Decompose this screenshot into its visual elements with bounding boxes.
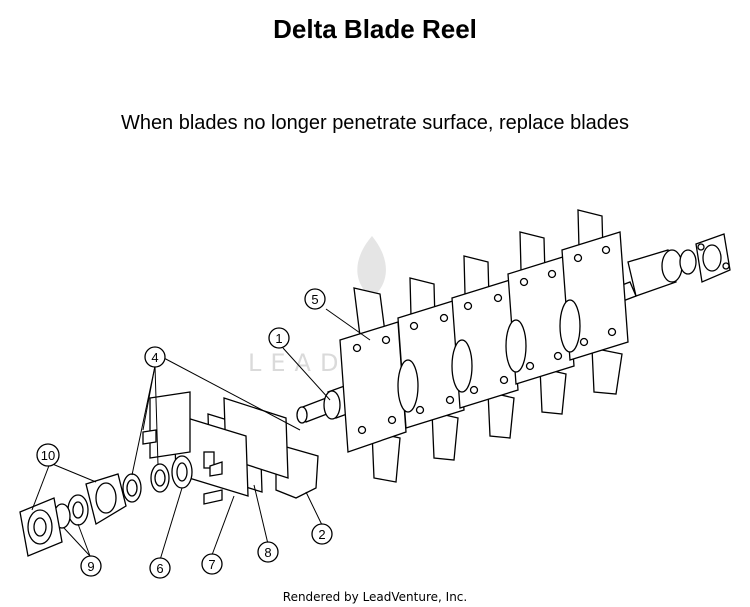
callout-8: 8 xyxy=(257,541,279,563)
callout-label: 5 xyxy=(311,292,318,307)
flame-logo-icon xyxy=(357,236,386,298)
callout-label: 6 xyxy=(156,561,163,576)
callout-label: 1 xyxy=(275,331,282,346)
callout-label: 2 xyxy=(318,527,325,542)
callout-1: 1 xyxy=(268,327,290,349)
blade-reel-drawing xyxy=(296,209,731,483)
callout-label: 4 xyxy=(151,350,158,365)
footer-credit: Rendered by LeadVenture, Inc. xyxy=(282,590,468,604)
callout-label: 8 xyxy=(264,545,271,560)
callout-label: 10 xyxy=(41,448,55,463)
leader-lines xyxy=(31,308,371,561)
callout-2: 2 xyxy=(311,523,333,545)
callout-7: 7 xyxy=(201,553,223,575)
instruction-text: When blades no longer penetrate surface,… xyxy=(120,112,630,134)
callout-10: 10 xyxy=(36,443,60,467)
callout-9: 9 xyxy=(80,555,102,577)
page-title: Delta Blade Reel xyxy=(273,14,477,44)
callout-label: 7 xyxy=(208,557,215,572)
exploded-parts xyxy=(19,391,319,557)
callout-label: 9 xyxy=(87,559,94,574)
callout-4: 4 xyxy=(144,346,166,368)
callout-5: 5 xyxy=(304,288,326,310)
callout-6: 6 xyxy=(149,557,171,579)
